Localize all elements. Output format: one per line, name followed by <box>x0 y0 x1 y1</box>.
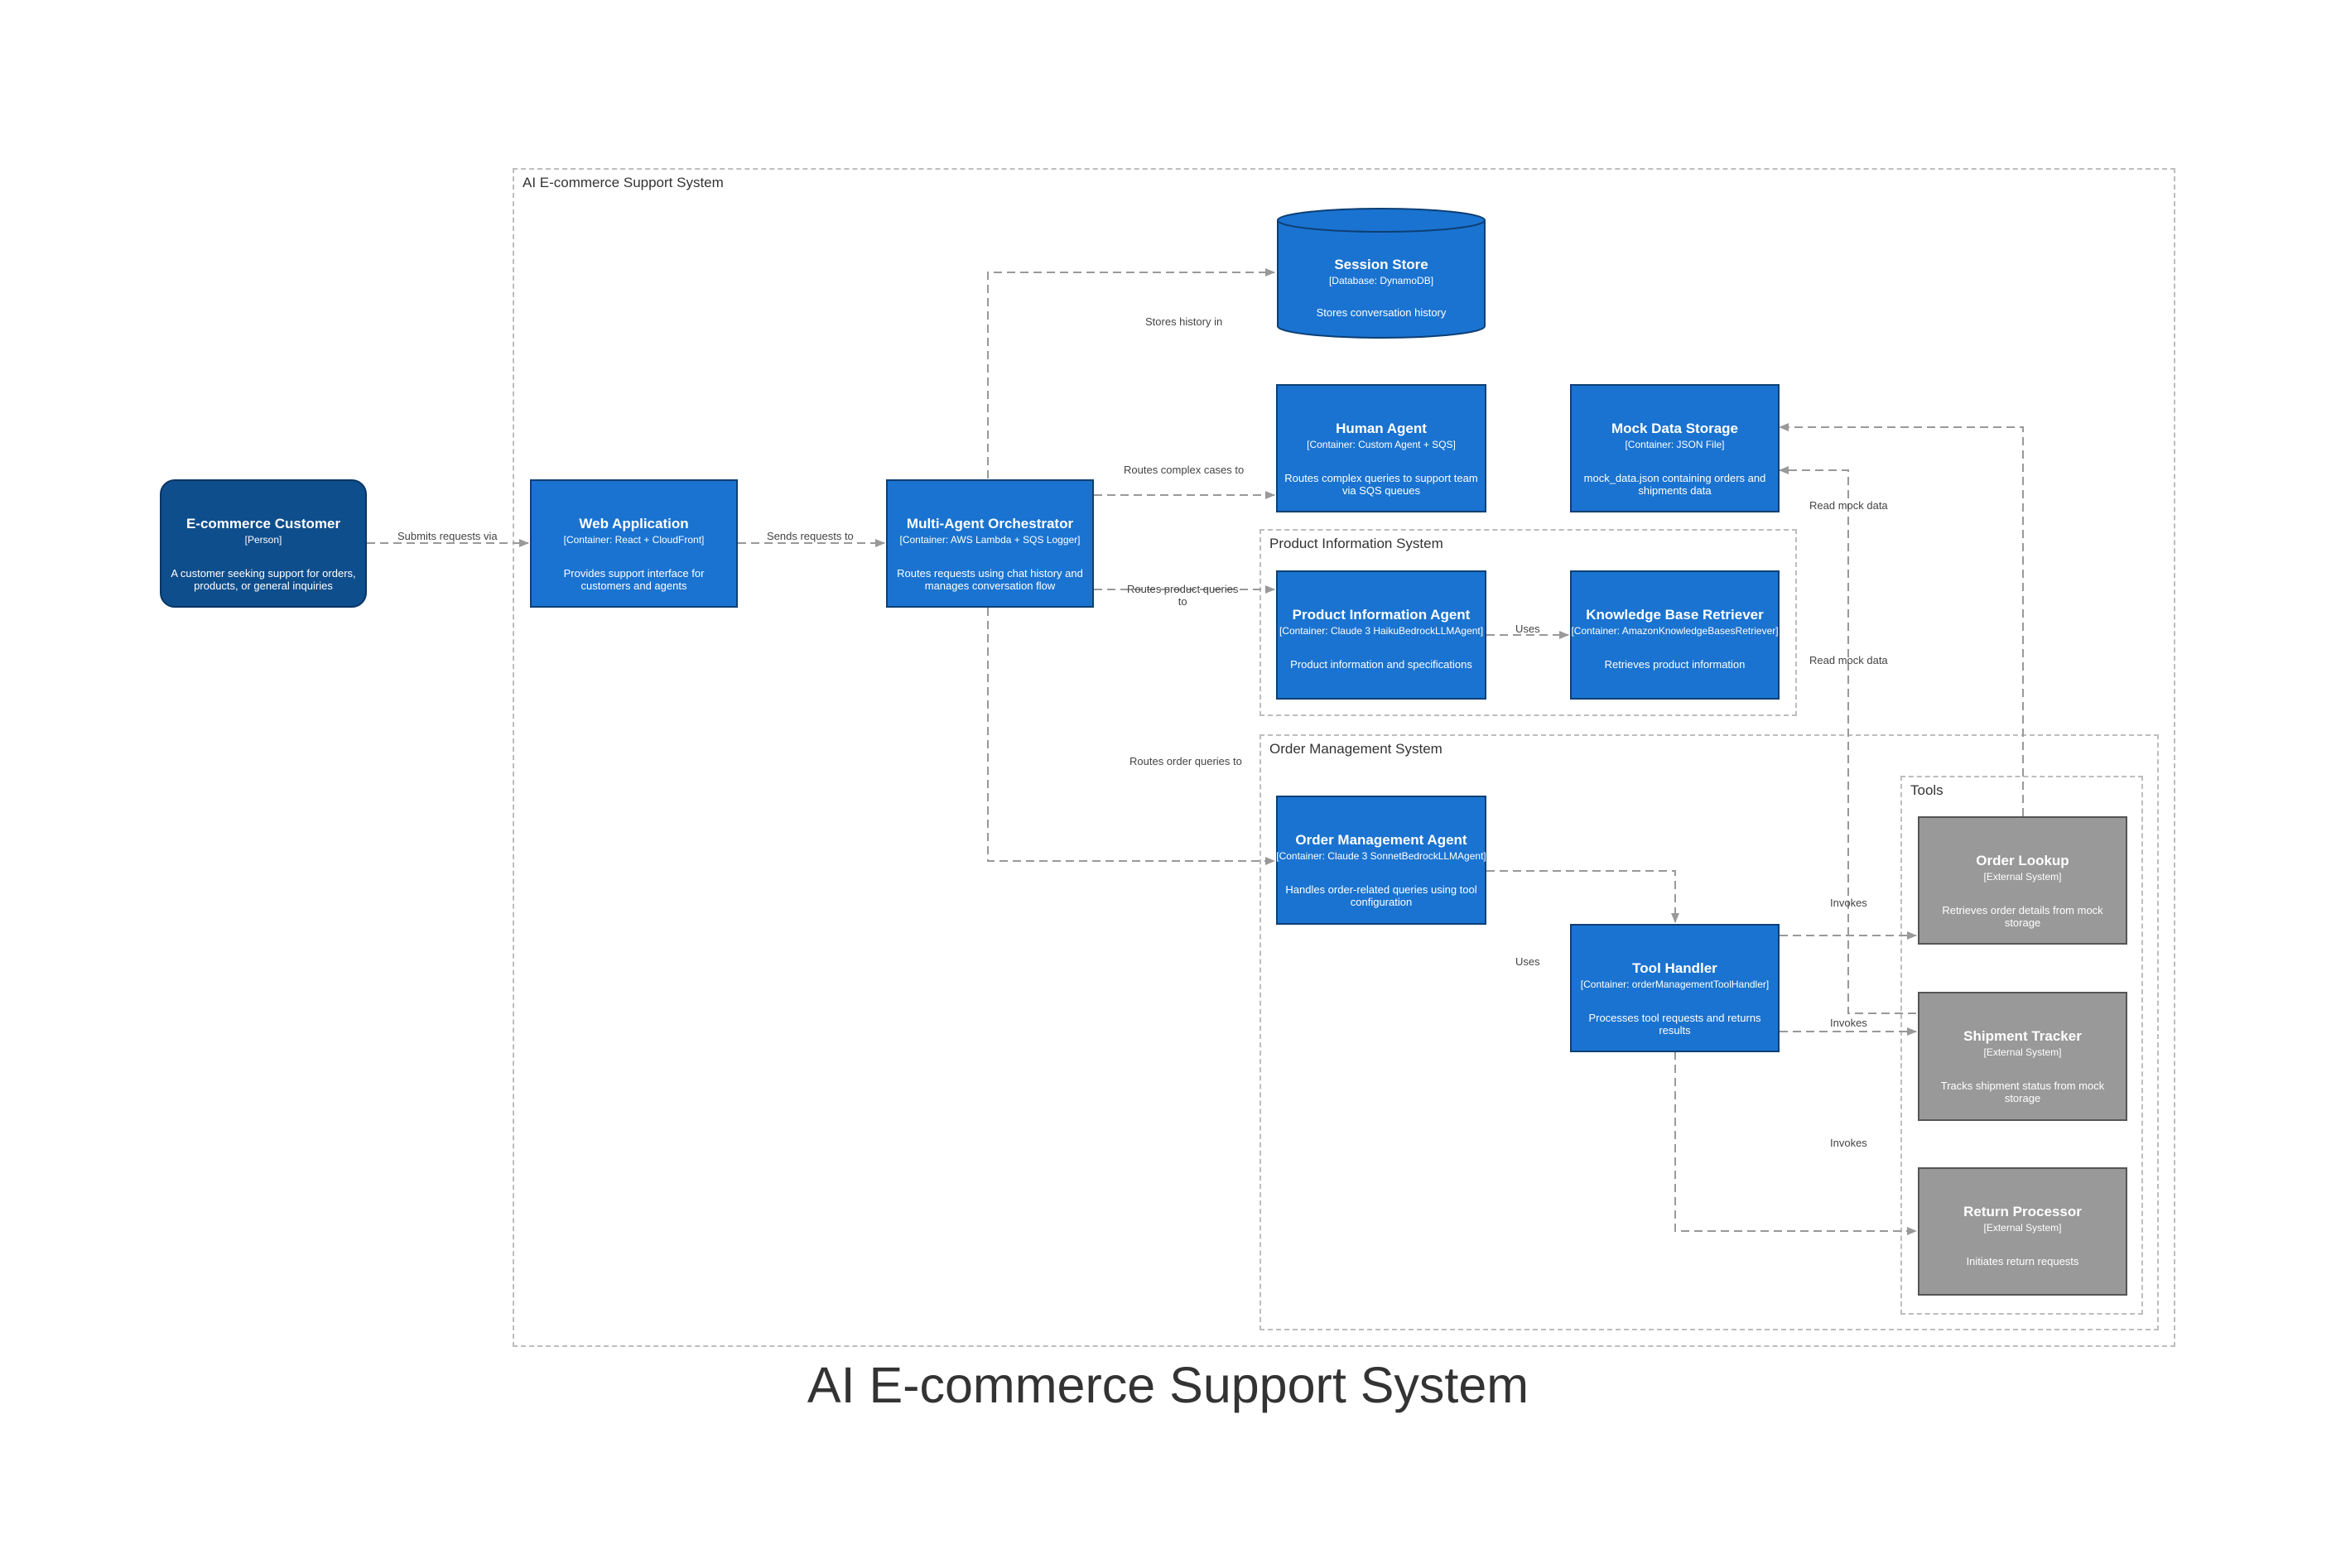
return-processor-node[interactable]: Return Processor [External System] Initi… <box>1918 1167 2127 1296</box>
shipment-tracker-desc: Tracks shipment status from mock storage <box>1940 1080 2105 1104</box>
mock-data-title: Mock Data Storage <box>1611 421 1739 436</box>
order-agent-node[interactable]: Order Management Agent [Container: Claud… <box>1276 796 1486 925</box>
session-store-desc: Stores conversation history <box>1316 306 1447 319</box>
diagram-title: AI E-commerce Support System <box>807 1357 1529 1413</box>
human-agent-tech: [Container: Custom Agent + SQS] <box>1307 439 1456 450</box>
session-store-text: Session Store [Database: DynamoDB] Store… <box>1276 257 1486 319</box>
kb-retriever-tech: [Container: AmazonKnowledgeBasesRetrieve… <box>1571 625 1779 637</box>
order-lookup-tech: [External System] <box>1983 871 2062 883</box>
order-lookup-node[interactable]: Order Lookup [External System] Retrieves… <box>1918 816 2127 945</box>
order-agent-tech: [Container: Claude 3 SonnetBedrockLLMAge… <box>1276 850 1486 862</box>
database-cylinder-icon <box>1277 208 1486 339</box>
shipment-tracker-tech: [External System] <box>1983 1046 2062 1058</box>
edge-label-routes-product-line1: Routes product queries <box>1127 583 1239 595</box>
return-processor-tech: [External System] <box>1983 1222 2062 1234</box>
tools-boundary: Tools <box>1900 776 2143 1315</box>
web-app-node[interactable]: Web Application [Container: React + Clou… <box>530 479 738 608</box>
order-lookup-desc: Retrieves order details from mock storag… <box>1942 904 2103 929</box>
edge-label-uses-kb: Uses <box>1515 623 1540 635</box>
orchestrator-node[interactable]: Multi-Agent Orchestrator [Container: AWS… <box>886 479 1094 608</box>
system-boundary-label: AI E-commerce Support System <box>523 175 724 190</box>
mock-data-node[interactable]: Mock Data Storage [Container: JSON File]… <box>1570 384 1780 512</box>
edge-label-invokes-1: Invokes <box>1830 897 1867 909</box>
order-agent-desc: Handles order-related queries using tool… <box>1285 883 1477 908</box>
edge-orchestrator-order <box>987 608 1275 865</box>
tool-handler-tech: [Container: orderManagementToolHandler] <box>1580 979 1770 990</box>
system-boundary: AI E-commerce Support System <box>513 168 2175 1347</box>
product-agent-node[interactable]: Product Information Agent [Container: Cl… <box>1276 570 1486 700</box>
mock-data-desc: mock_data.json containing orders and shi… <box>1583 472 1766 497</box>
edge-orchestrator-session <box>987 268 1275 479</box>
customer-node[interactable]: E-commerce Customer [Person] A customer … <box>160 479 367 608</box>
return-processor-desc: Initiates return requests <box>1966 1255 2079 1267</box>
edge-lookup-mockdata <box>1779 423 2024 816</box>
order-mgmt-boundary-label: Order Management System <box>1269 741 1443 757</box>
orchestrator-desc: Routes requests using chat history and m… <box>897 567 1083 592</box>
web-app-title: Web Application <box>579 516 689 531</box>
edge-label-stores-history: Stores history in <box>1145 315 1223 328</box>
session-store-tech: [Database: DynamoDB] <box>1328 275 1434 286</box>
tool-handler-desc: Processes tool requests and returns resu… <box>1588 1012 1761 1037</box>
human-agent-node[interactable]: Human Agent [Container: Custom Agent + S… <box>1276 384 1486 512</box>
return-processor-title: Return Processor <box>1963 1204 2082 1219</box>
order-lookup-title: Order Lookup <box>1976 853 2069 868</box>
tool-handler-title: Tool Handler <box>1632 960 1717 976</box>
product-agent-desc: Product information and specifications <box>1290 658 1472 671</box>
edge-label-submits: Submits requests via <box>397 530 498 542</box>
edge-label-invokes-3: Invokes <box>1830 1137 1867 1149</box>
edge-label-uses-tools: Uses <box>1515 955 1540 968</box>
web-app-desc: Provides support interface for customers… <box>563 567 705 592</box>
kb-retriever-title: Knowledge Base Retriever <box>1586 607 1764 623</box>
kb-retriever-desc: Retrieves product information <box>1604 658 1746 671</box>
edge-label-routes-order: Routes order queries to <box>1129 755 1242 767</box>
product-info-boundary-label: Product Information System <box>1269 536 1443 551</box>
customer-title: E-commerce Customer <box>185 516 341 531</box>
edge-label-sends: Sends requests to <box>767 530 854 542</box>
edge-label-invokes-2: Invokes <box>1830 1017 1867 1029</box>
product-agent-tech: [Container: Claude 3 HaikuBedrockLLMAgen… <box>1279 625 1484 637</box>
customer-tech: [Person] <box>244 534 282 546</box>
mock-data-tech: [Container: JSON File] <box>1625 439 1725 450</box>
session-store-title: Session Store <box>1334 257 1428 272</box>
tools-boundary-label: Tools <box>1910 782 1943 798</box>
edge-label-read-mock-1: Read mock data <box>1809 499 1888 512</box>
shipment-tracker-node[interactable]: Shipment Tracker [External System] Track… <box>1918 992 2127 1121</box>
customer-desc: A customer seeking support for orders, p… <box>171 567 356 592</box>
edge-label-read-mock-2: Read mock data <box>1809 654 1888 666</box>
edge-order-toolhandler <box>1486 870 1679 923</box>
edge-label-routes-product-line2: to <box>1178 595 1187 608</box>
orchestrator-title: Multi-Agent Orchestrator <box>906 516 1074 531</box>
edge-toolhandler-return <box>1674 1051 1917 1235</box>
tool-handler-node[interactable]: Tool Handler [Container: orderManagement… <box>1570 924 1780 1052</box>
order-mgmt-boundary: Order Management System <box>1260 734 2159 1330</box>
edge-tracker-mockdata <box>1779 466 1916 1014</box>
order-agent-title: Order Management Agent <box>1295 832 1467 848</box>
human-agent-desc: Routes complex queries to support team v… <box>1284 472 1478 497</box>
edge-label-routes-complex: Routes complex cases to <box>1124 464 1245 476</box>
human-agent-title: Human Agent <box>1336 421 1427 436</box>
session-store-node[interactable]: Session Store [Database: DynamoDB] Store… <box>1276 207 1486 339</box>
web-app-tech: [Container: React + CloudFront] <box>563 534 705 546</box>
product-info-boundary: Product Information System <box>1260 529 1797 716</box>
product-agent-title: Product Information Agent <box>1292 607 1471 623</box>
kb-retriever-node[interactable]: Knowledge Base Retriever [Container: Ama… <box>1570 570 1780 700</box>
orchestrator-tech: [Container: AWS Lambda + SQS Logger] <box>899 534 1081 546</box>
edge-label-routes-product: Routes product queries to <box>1127 583 1238 608</box>
shipment-tracker-title: Shipment Tracker <box>1963 1028 2082 1044</box>
